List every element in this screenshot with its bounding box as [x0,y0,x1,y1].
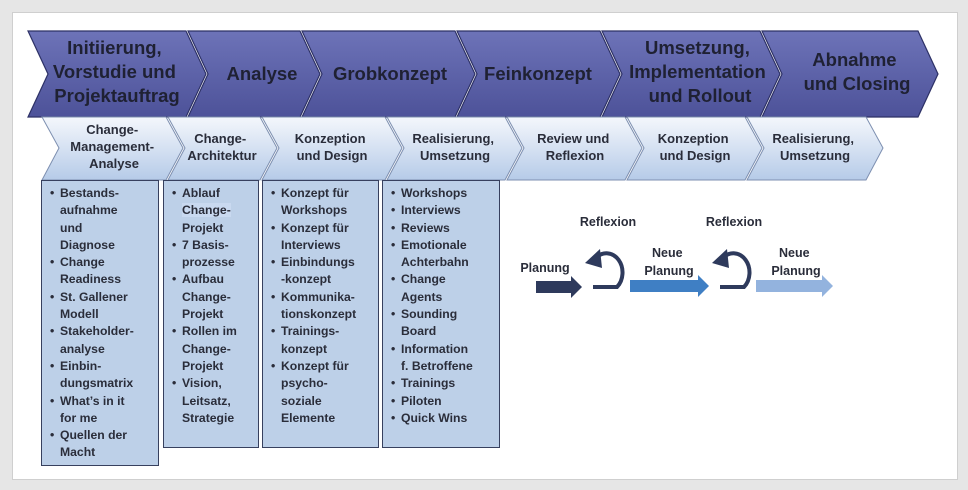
phase-6-label: Abnahme und Closing [804,49,911,94]
subphase-row: Change- Management- Analyse Change- Arch… [41,116,884,181]
subphase-chevron-7 [746,116,884,181]
list-item: Piloten [391,393,495,411]
list-item: Einbindungs-konzept [271,254,374,289]
phase-row: Initiierung, Vorstudie und Projektauftra… [27,30,939,118]
column-feinkonzept: Workshops Interviews Reviews EmotionaleA… [382,180,500,448]
list-item: 7 Basis-prozesse [172,237,254,272]
subphase-chevron-4 [386,116,523,181]
list-item: Stakeholder-analyse [50,323,154,358]
subphase-3-label: Konzeption und Design [295,131,369,163]
phase-2-label: Analyse [227,63,298,84]
arrow-neue-planung-1 [630,275,709,297]
planning-cycle: Planung Reflexion Neue Planung Reflexion… [520,215,833,298]
subphase-6-label: Konzeption und Design [658,131,732,163]
list-item: Kommunika-tionskonzept [271,289,374,324]
subphase-4-label: Realisierung, Umsetzung [412,131,497,163]
reflexion-loop-2 [720,251,752,289]
subphase-chevron-2 [167,116,278,181]
list-item: Trainings [391,375,495,393]
list-item: Vision,Leitsatz,Strategie [172,375,254,427]
subphase-1-label: Change- Management- Analyse [70,122,157,171]
cycle-label-reflexion-2: Reflexion [706,215,762,229]
highlighted-text: Change- [182,203,231,218]
arrow-neue-planung-2 [756,275,833,297]
arrow-planung [536,276,582,298]
reflexion-loop-2-head [712,249,729,268]
subphase-2-label: Change- Architektur [187,131,256,163]
list-item: Einbin-dungsmatrix [50,358,154,393]
cycle-label-planung: Planung [520,261,569,275]
list-item: Trainings-konzept [271,323,374,358]
subphase-chevron-5 [506,116,643,181]
phase-5-label: Umsetzung, Implementation und Rollout [629,37,771,106]
phase-chevron-6 [761,30,939,118]
reflexion-loop-1 [593,251,625,289]
cycle-label-neue-planung-1: Neue Planung [644,246,693,278]
subphase-chevron-6 [626,116,763,181]
column-list: Workshops Interviews Reviews EmotionaleA… [387,185,495,427]
list-item: Interviews [391,202,495,220]
list-item: Reviews [391,220,495,238]
subphase-5-label: Review und Reflexion [537,131,613,163]
subphase-7-label: Realisierung, Umsetzung [772,131,857,163]
phase-3-label: Grobkonzept [333,63,447,84]
phase-1-label: Initiierung, Vorstudie und Projektauftra… [53,37,181,106]
list-item: Quick Wins [391,410,495,428]
list-item: Workshops [391,185,495,203]
reflexion-loop-1-head [585,249,602,268]
cycle-label-reflexion-1: Reflexion [580,215,636,229]
cycle-label-neue-planung-2: Neue Planung [771,246,820,278]
phase-4-label: Feinkonzept [484,63,592,84]
